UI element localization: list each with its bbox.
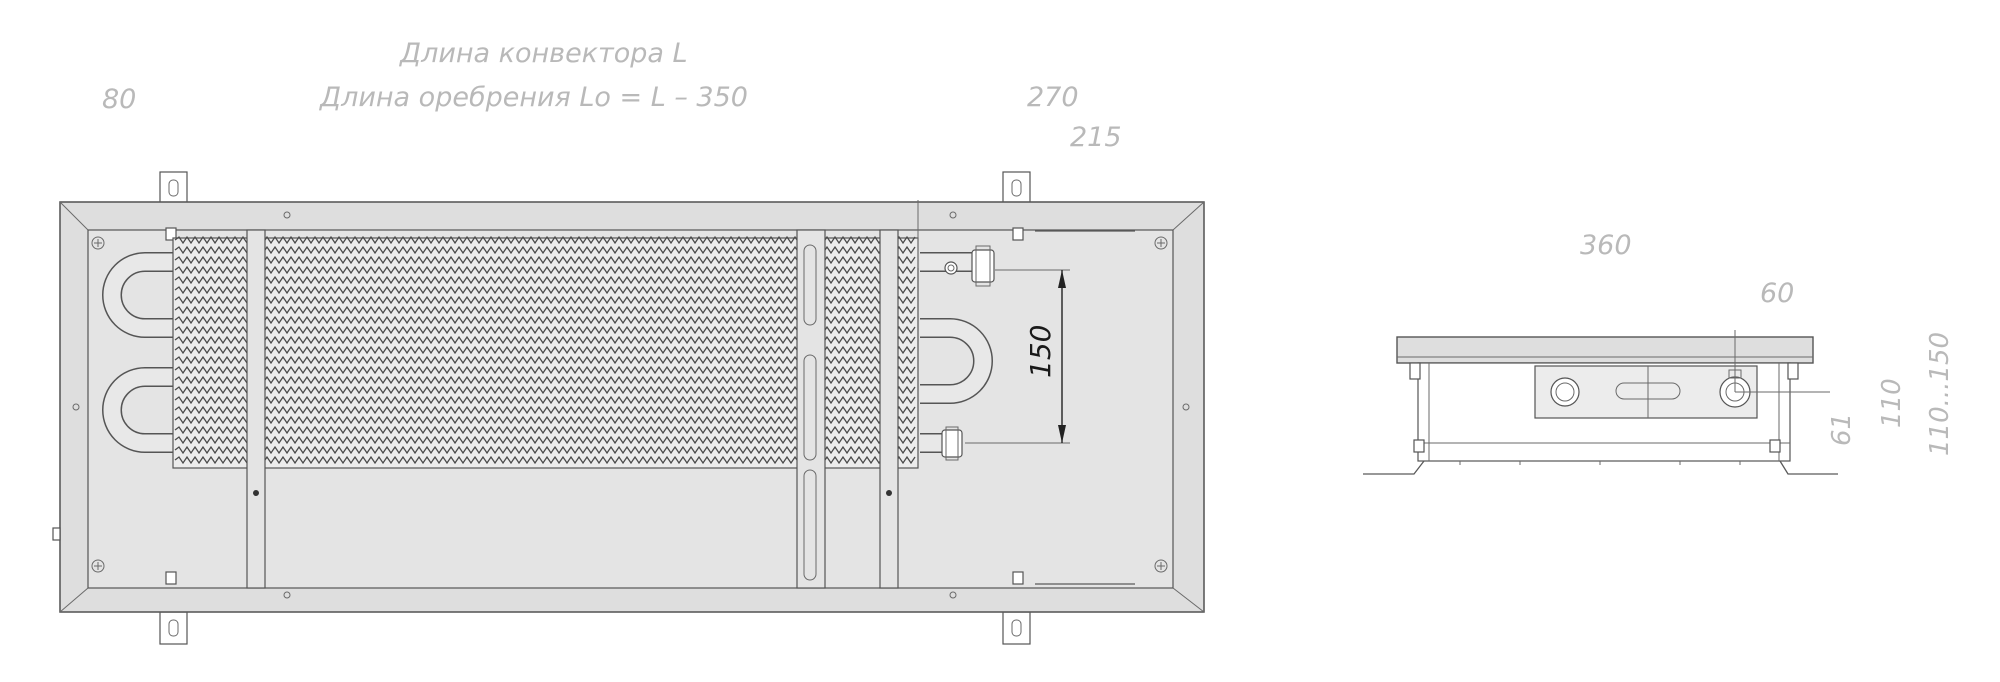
dimension-61: 61 xyxy=(1827,413,1857,446)
top-view: 150 xyxy=(52,171,1205,645)
dimension-60: 60 xyxy=(1760,278,1794,309)
dimension-270: 270 xyxy=(1027,82,1079,113)
side-view xyxy=(1363,330,1838,475)
dimension-150-line xyxy=(1058,270,1066,443)
dimension-110: 110 xyxy=(1877,378,1907,428)
dimension-215: 215 xyxy=(1070,122,1122,153)
inlet-port-icon xyxy=(1550,377,1580,407)
dimension-80: 80 xyxy=(102,84,136,115)
support-bars xyxy=(246,229,899,589)
screw-icons xyxy=(72,211,1190,599)
dimension-150: 150 xyxy=(1024,325,1057,378)
fin-length-label: Длина оребрения Lo = L – 350 xyxy=(319,82,748,113)
convector-length-label: Длина конвектора L xyxy=(399,38,688,69)
side-cover xyxy=(1396,336,1814,364)
dimension-110-150: 110...150 xyxy=(1925,332,1955,456)
valve-fittings xyxy=(941,245,995,461)
heat-exchanger-fins xyxy=(172,235,919,469)
dimension-360: 360 xyxy=(1580,230,1632,261)
mounting-brackets xyxy=(159,171,1031,645)
heat-exchanger-pipes xyxy=(102,252,993,453)
